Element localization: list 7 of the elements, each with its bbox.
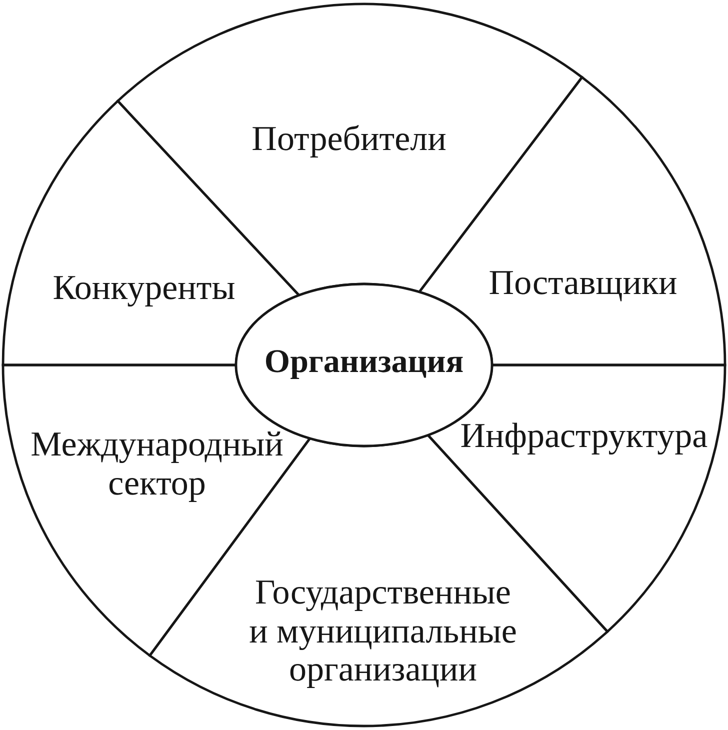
sector-label: Поставщики	[488, 264, 678, 302]
sector-label: Потребители	[252, 120, 446, 158]
sector-label: Инфраструктура	[460, 416, 708, 456]
sector-label: Международный сектор	[30, 426, 284, 502]
sector-label: Государственные и муниципальные организации	[248, 573, 518, 689]
sector-label: Конкуренты	[52, 268, 236, 308]
center-label: Организация	[264, 344, 464, 380]
